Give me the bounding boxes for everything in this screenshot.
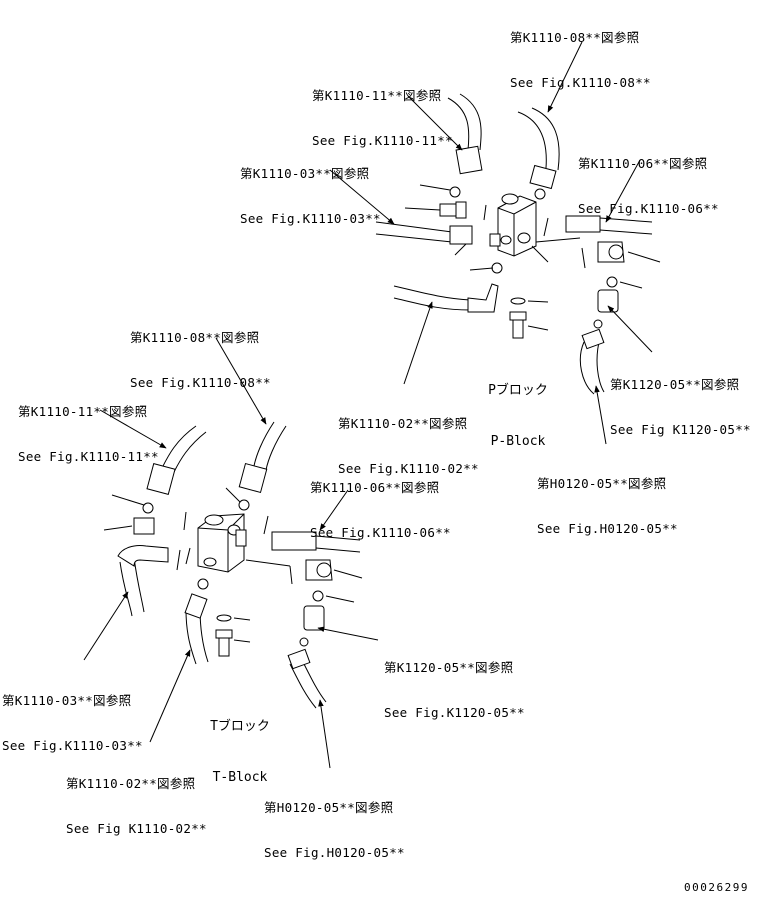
label-jp: 第K1110-02**図参照 [66, 776, 196, 791]
label-en: See Fig K1110-02** [66, 821, 207, 836]
leader-l-k1110-11 [99, 409, 167, 449]
t-block-body [197, 513, 247, 573]
document-number: 00026299 [684, 881, 749, 894]
label-jp: 第K1120-05**図参照 [384, 660, 514, 675]
leader-lines [83, 41, 653, 769]
hose-k1110-08-right [517, 111, 547, 169]
adapter-fitting [597, 289, 619, 313]
leader-r-h0120-05 [594, 385, 607, 445]
leader-r-k1110-02 [403, 301, 433, 385]
elbow-fitting [439, 203, 459, 217]
label-jp: 第K1110-08**図参照 [510, 30, 640, 45]
elbow-fitting [117, 545, 169, 567]
label-r-k1110-11: 第K1110-11**図参照 See Fig.K1110-11** [312, 58, 453, 178]
leader-l-k1110-06 [319, 489, 349, 531]
label-jp: 第K1110-11**図参照 [312, 88, 442, 103]
hose-fitting [146, 462, 176, 496]
leader-r-k1110-08 [547, 41, 583, 113]
label-jp: 第K1110-06**図参照 [310, 480, 440, 495]
label-en: See Fig.K1110-08** [130, 375, 271, 390]
block-label-jp: Tブロック [210, 719, 270, 734]
leader-l-k1110-02 [149, 649, 191, 743]
label-jp: 第K1110-02**図参照 [338, 416, 468, 431]
label-l-k1110-11: 第K1110-11**図参照 See Fig.K1110-11** [18, 374, 159, 494]
block-label-jp: Pブロック [488, 383, 548, 398]
washer [216, 614, 232, 622]
hose-fitting [271, 531, 317, 551]
label-en: See Fig.K1120-05** [384, 705, 525, 720]
label-en: See Fig K1120-05** [610, 422, 751, 437]
label-r-k1110-02: 第K1110-02**図参照 See Fig.K1110-02** [338, 386, 479, 506]
label-jp: 第K1110-11**図参照 [18, 404, 148, 419]
label-r-k1110-03: 第K1110-03**図参照 See Fig.K1110-03** [240, 136, 381, 256]
label-en: See Fig.K1110-02** [338, 461, 479, 476]
block-label-en: T-Block [212, 770, 268, 785]
label-jp: 第K1120-05**図参照 [610, 377, 740, 392]
label-jp: 第K1110-08**図参照 [130, 330, 260, 345]
p-block-body [489, 193, 537, 257]
label-en: See Fig.K1110-06** [578, 201, 719, 216]
label-r-h0120-05: 第H0120-05**図参照 See Fig.H0120-05** [537, 446, 678, 566]
label-l-k1110-03: 第K1110-03**図参照 See Fig.K1110-03** [2, 663, 143, 783]
label-en: See Fig.K1110-11** [312, 133, 453, 148]
adapter-fitting [303, 605, 325, 631]
elbow-fitting [467, 283, 499, 313]
label-r-k1110-08: 第K1110-08**図参照 See Fig.K1110-08** [510, 0, 651, 120]
label-en: See Fig.K1110-11** [18, 449, 159, 464]
leader-l-k1110-03 [83, 591, 129, 661]
label-en: See Fig.H0120-05** [264, 845, 405, 860]
label-jp: 第H0120-05**図参照 [537, 476, 667, 491]
o-ring [534, 188, 546, 200]
label-r-k1110-06: 第K1110-06**図参照 See Fig.K1110-06** [578, 126, 719, 246]
t-block-assembly [103, 421, 363, 709]
label-en: See Fig.H0120-05** [537, 521, 678, 536]
label-jp: 第H0120-05**図参照 [264, 800, 394, 815]
label-en: See Fig.K1110-03** [240, 211, 381, 226]
label-jp: 第K1110-03**図参照 [2, 693, 132, 708]
label-l-k1120-05: 第K1120-05**図参照 See Fig.K1120-05** [384, 630, 525, 750]
label-en: See Fig.K1110-06** [310, 525, 451, 540]
label-jp: 第K1110-06**図参照 [578, 156, 708, 171]
label-l-k1110-08: 第K1110-08**図参照 See Fig.K1110-08** [130, 300, 271, 420]
label-en: See Fig.K1110-03** [2, 738, 143, 753]
washer [510, 297, 526, 305]
hose-fitting [455, 145, 483, 175]
label-r-k1120-05: 第K1120-05**図参照 See Fig K1120-05** [610, 347, 751, 467]
hose-fitting [565, 215, 601, 233]
leader-r-k1110-06 [605, 159, 641, 223]
label-l-h0120-05: 第H0120-05**図参照 See Fig.H0120-05** [264, 770, 405, 890]
block-label-en: P-Block [490, 434, 546, 449]
leader-r-k1120-05 [607, 305, 653, 353]
label-jp: 第K1110-03**図参照 [240, 166, 370, 181]
label-en: See Fig.K1110-08** [510, 75, 651, 90]
leader-l-k1120-05 [317, 626, 379, 641]
p-block-label: Pブロック P-Block [478, 348, 558, 484]
hose-fitting [238, 462, 268, 494]
leader-r-k1110-03 [329, 169, 395, 225]
leader-l-h0120-05 [318, 699, 331, 769]
leader-r-k1110-11 [407, 95, 463, 151]
leader-l-k1110-08 [215, 337, 267, 425]
t-block-label: Tブロック T-Block [200, 684, 280, 820]
label-l-k1110-06: 第K1110-06**図参照 See Fig.K1110-06** [310, 450, 451, 570]
label-l-k1110-02: 第K1110-02**図参照 See Fig K1110-02** [66, 746, 207, 866]
hose-fitting [449, 225, 473, 245]
